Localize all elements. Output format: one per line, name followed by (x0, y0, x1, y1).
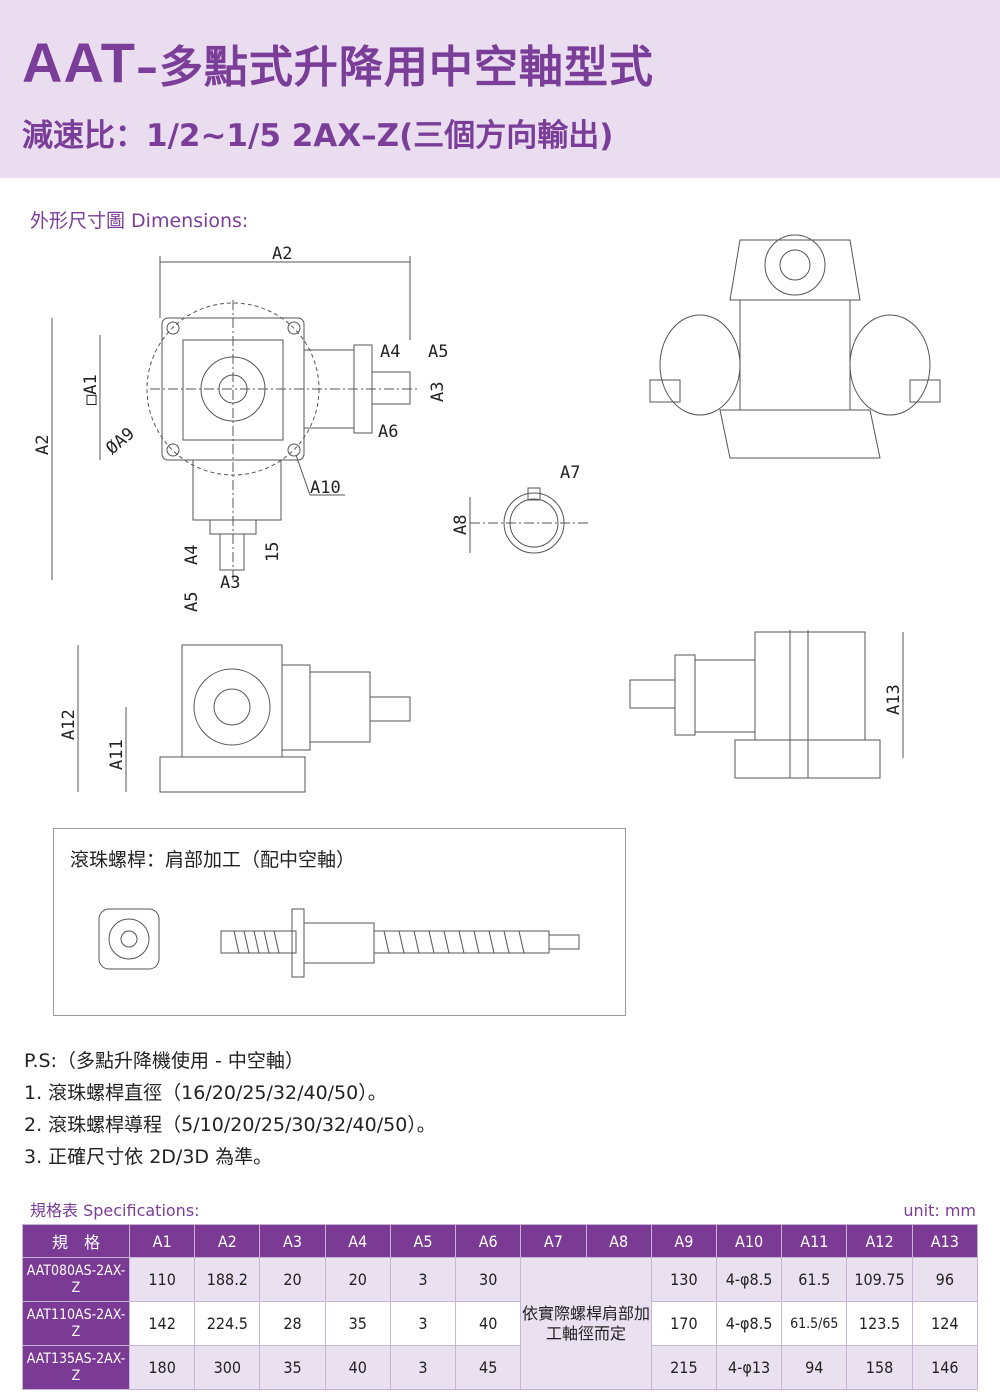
label-a5-bottom: A5 (182, 592, 202, 612)
header-a5: A5 (389, 1224, 457, 1258)
header-a3: A3 (259, 1224, 326, 1258)
dimensions-heading: 外形尺寸圖 Dimensions: (30, 210, 249, 232)
cell-a2: 188.2 (194, 1257, 261, 1302)
header-a1: A1 (128, 1224, 196, 1258)
side-view-drawing: A13 (629, 630, 904, 779)
cell-a13: 146 (911, 1345, 979, 1390)
unit-label: unit: mm (903, 1201, 976, 1220)
header-a7: A7 (520, 1224, 587, 1258)
cell-a5: 3 (389, 1257, 457, 1302)
cell-a6: 30 (455, 1257, 522, 1302)
header-a13: A13 (911, 1224, 979, 1258)
cell-a10: 4-φ13 (715, 1345, 783, 1390)
label-a7: A7 (560, 463, 580, 483)
note-3: 3. 正確尺寸依 2D/3D 為準。 (24, 1146, 273, 1168)
cell-a4: 35 (324, 1301, 391, 1346)
label-15: 15 (263, 542, 283, 562)
specs-heading: 規格表 Specifications: (30, 1201, 200, 1220)
cell-a6: 40 (455, 1301, 522, 1346)
cell-a10: 4-φ8.5 (715, 1301, 783, 1346)
header-a9: A9 (650, 1224, 717, 1258)
cell-a13: 124 (911, 1301, 979, 1346)
cell-a9: 215 (650, 1345, 717, 1390)
label-a2-left: A2 (33, 435, 53, 455)
cell-a6: 45 (455, 1345, 522, 1390)
cell-a3: 28 (259, 1301, 326, 1346)
label-a4: A4 (380, 342, 400, 362)
header-a2: A2 (194, 1224, 261, 1258)
cell-a12: 109.75 (846, 1257, 913, 1302)
cell-a5: 3 (389, 1345, 457, 1390)
cell-a1: 110 (128, 1257, 196, 1302)
label-a10: A10 (310, 478, 341, 498)
ballscrew-drawing (98, 908, 580, 978)
cell-a11: 94 (781, 1345, 848, 1390)
page-header: AAT–多點式升降用中空軸型式 減速比：1/2~1/5 2AX–Z(三個方向輸出… (0, 0, 1000, 178)
ballscrew-panel: 滾珠螺桿：肩部加工（配中空軸） (53, 828, 626, 1016)
header-model: 規 格 (22, 1224, 130, 1258)
label-a11: A11 (107, 739, 127, 770)
note-ps: P.S:（多點升降機使用 - 中空軸） (24, 1050, 304, 1072)
table-row: AAT080AS-2AX-Z 110 188.2 20 20 3 30 依實際螺… (22, 1257, 979, 1390)
table-row: AAT135AS-2AX-Z 180 300 35 40 3 45 215 4-… (22, 1345, 979, 1390)
note-2: 2. 滾珠螺桿導程（5/10/20/25/30/32/40/50）。 (24, 1114, 436, 1136)
cell-a7-a8-note: 依實際螺桿肩部加工軸徑而定 (520, 1257, 652, 1390)
label-a13: A13 (884, 684, 904, 715)
label-a2-top: A2 (272, 244, 292, 264)
cell-a3: 20 (259, 1257, 326, 1302)
cell-a1: 142 (128, 1301, 196, 1346)
header-a6: A6 (455, 1224, 522, 1258)
cell-model: AAT135AS-2AX-Z (22, 1345, 130, 1390)
cell-a9: 130 (650, 1257, 717, 1302)
label-a4-bottom: A4 (182, 545, 202, 565)
cell-a4: 20 (324, 1257, 391, 1302)
header-a12: A12 (846, 1224, 913, 1258)
header-a10: A10 (715, 1224, 783, 1258)
table-header-row: 規 格 A1 A2 A3 A4 A5 A6 A7 A8 A9 A10 A11 A… (22, 1224, 979, 1258)
specs-table: 規 格 A1 A2 A3 A4 A5 A6 A7 A8 A9 A10 A11 A… (22, 1224, 979, 1390)
cell-a11: 61.5 (781, 1257, 848, 1302)
cell-model: AAT110AS-2AX-Z (22, 1301, 130, 1346)
table-row: AAT110AS-2AX-Z 142 224.5 28 35 3 40 170 … (22, 1301, 979, 1346)
notes: P.S:（多點升降機使用 - 中空軸） 1. 滾珠螺桿直徑（16/20/25/3… (24, 1045, 436, 1173)
header-a11: A11 (781, 1224, 848, 1258)
page-title: AAT–多點式升降用中空軸型式 (22, 30, 654, 95)
title-model: AAT (22, 31, 136, 94)
label-a3-bottom: A3 (220, 573, 240, 593)
dimension-drawings: A2 A2 □A1 ØA9 A4 A5 A3 A6 A10 A4 A5 A3 1… (33, 234, 941, 793)
note-1: 1. 滾珠螺桿直徑（16/20/25/32/40/50）。 (24, 1082, 387, 1104)
cell-a2: 224.5 (194, 1301, 261, 1346)
front-view-drawing: A12 A11 (59, 644, 411, 793)
label-a8: A8 (451, 515, 471, 535)
top-view-drawing: A2 A2 □A1 ØA9 A4 A5 A3 A6 A10 A4 A5 A3 1… (33, 244, 448, 612)
cell-a12: 158 (846, 1345, 913, 1390)
header-a8: A8 (585, 1224, 652, 1258)
cell-a10: 4-φ8.5 (715, 1257, 783, 1302)
cell-model: AAT080AS-2AX-Z (22, 1257, 130, 1302)
label-a5: A5 (428, 342, 448, 362)
keyway-drawing: A7 A8 (451, 463, 590, 554)
cell-a1: 180 (128, 1345, 196, 1390)
cell-a13: 96 (911, 1257, 979, 1302)
label-a12: A12 (59, 709, 79, 740)
cell-a4: 40 (324, 1345, 391, 1390)
label-a9: ØA9 (102, 424, 138, 459)
label-a3: A3 (428, 382, 448, 402)
cell-a2: 300 (194, 1345, 261, 1390)
title-text: –多點式升降用中空軸型式 (135, 42, 654, 93)
label-a6: A6 (378, 422, 398, 442)
cell-a5: 3 (389, 1301, 457, 1346)
page-subtitle: 減速比：1/2~1/5 2AX–Z(三個方向輸出) (22, 118, 614, 154)
isometric-view-drawing (649, 234, 941, 459)
cell-a11: 61.5/65 (781, 1301, 848, 1346)
label-a1: □A1 (81, 374, 101, 405)
header-a4: A4 (324, 1224, 391, 1258)
cell-a9: 170 (650, 1301, 717, 1346)
ballscrew-title: 滾珠螺桿：肩部加工（配中空軸） (70, 849, 356, 871)
cell-a12: 123.5 (846, 1301, 913, 1346)
cell-a3: 35 (259, 1345, 326, 1390)
